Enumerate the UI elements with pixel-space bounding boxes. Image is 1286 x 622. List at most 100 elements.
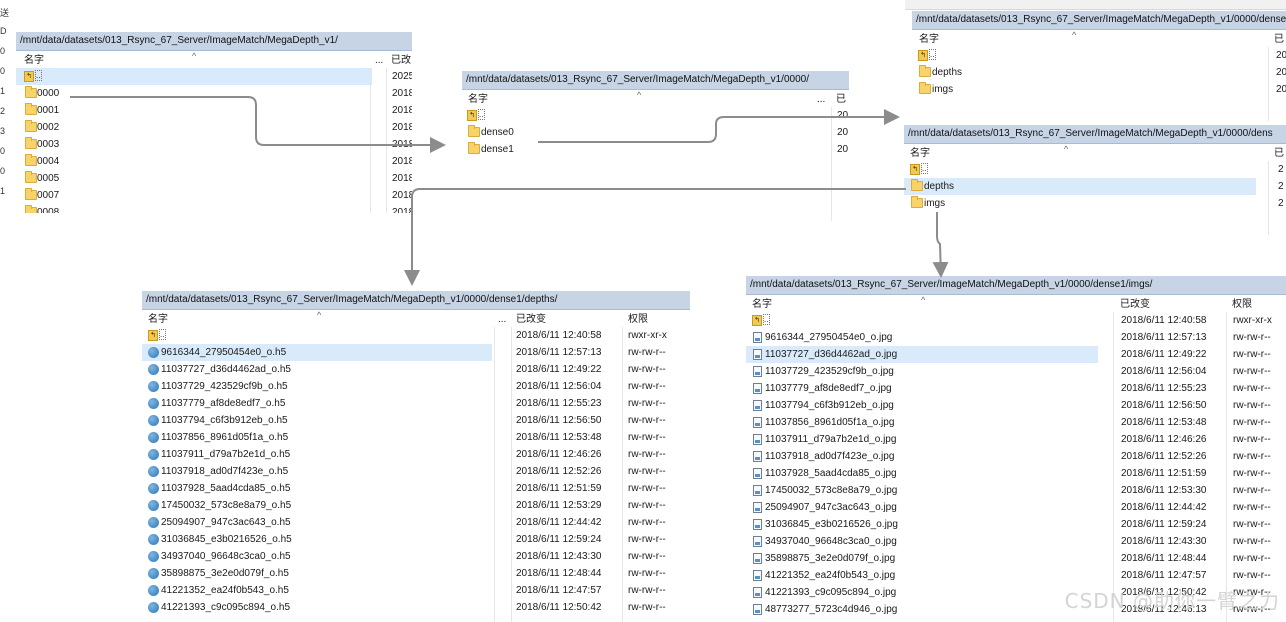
list-item-parent[interactable]: ↰ .. 2018/6/11 12:40:58 rwxr-xr-x [746,312,1286,329]
parent-label: .. [929,49,936,60]
perm-cell: rw-rw-r-- [1233,383,1271,394]
list-item-parent[interactable]: ↰ .. 20 [912,47,1286,64]
path-bar[interactable]: /mnt/data/datasets/013_Rsync_67_Server/I… [912,11,1286,30]
date-cell: 2018/6/11 12:47:57 [1121,570,1207,581]
date-cell: 20 [837,110,849,121]
column-perm-header[interactable]: 权限 [628,314,648,325]
file-name: 0008 [37,207,60,213]
file-name: dense0 [481,127,514,138]
column-name-header[interactable]: 名字 [24,55,44,66]
list-item-parent[interactable]: ↰ .. 20 [462,107,849,124]
column-date-header[interactable]: 已改变 [516,314,546,325]
date-cell: 2018 [392,122,412,133]
perm-cell: rw-rw-r-- [1233,587,1271,598]
perm-cell: rw-rw-r-- [628,500,666,511]
column-perm-header[interactable]: 权限 [1232,299,1252,310]
column-date-header[interactable]: 已 [836,94,846,105]
path-bar[interactable]: /mnt/data/datasets/013_Rsync_67_Server/I… [746,276,1286,295]
file-name: 0004 [37,156,60,167]
h5-file-icon [148,500,159,511]
column-date-header[interactable]: 已 [1274,148,1284,159]
path-bar[interactable]: /mnt/data/datasets/013_Rsync_67_Server/I… [16,32,412,51]
column-date-header[interactable]: 已 [1274,34,1284,45]
date-cell: 2018/6/11 12:51:59 [1121,468,1207,479]
perm-cell: rw-rw-r-- [628,551,666,562]
column-date-header[interactable]: 已改 [391,55,411,66]
list-item-parent[interactable]: ↰ .. 2025 [16,68,412,85]
left-edge-char: 0 [0,66,6,76]
parent-folder-icon: ↰ [467,110,477,121]
column-date-header[interactable]: 已改变 [1120,299,1150,310]
date-cell: 2018/6/11 12:48:44 [1121,553,1207,564]
image-file-icon [753,468,762,479]
list-item-parent[interactable]: ↰ .. 2018/6/11 12:40:58 rwxr-xr-x [142,327,690,344]
column-name-header[interactable]: 名字 [468,94,488,105]
date-cell: 2018/6/11 12:46:26 [516,449,602,460]
column-divider-dots: ... [817,94,826,105]
list-item-parent[interactable]: ↰ .. 2 [904,161,1286,178]
date-cell: 20 [1276,67,1286,78]
sort-caret-icon: ^ [317,310,322,320]
perm-cell: rw-rw-r-- [628,517,666,528]
column-name-header[interactable]: 名字 [919,34,939,45]
path-bar[interactable]: /mnt/data/datasets/013_Rsync_67_Server/I… [142,291,690,310]
date-cell: 2018/6/11 12:57:13 [1121,332,1207,343]
h5-file-icon [148,347,159,358]
image-file-icon [753,502,762,513]
date-cell: 2018 [392,190,412,201]
path-bar[interactable]: /mnt/data/datasets/013_Rsync_67_Server/I… [462,71,849,90]
path-bar[interactable]: /mnt/data/datasets/013_Rsync_67_Server/I… [904,125,1286,144]
column-name-header[interactable]: 名字 [910,148,930,159]
column-name-header[interactable]: 名字 [752,299,772,310]
panel-depths: /mnt/data/datasets/013_Rsync_67_Server/I… [142,291,690,622]
column-name-header[interactable]: 名字 [148,314,168,325]
